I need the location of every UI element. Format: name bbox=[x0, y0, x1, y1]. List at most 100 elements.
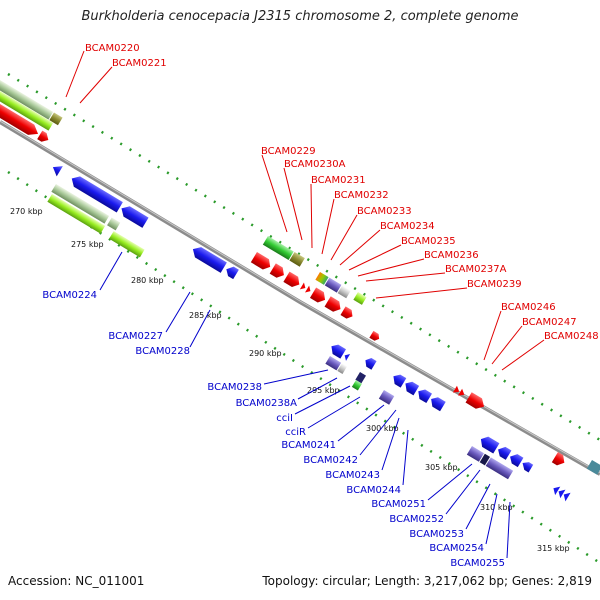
gene-label[interactable]: BCAM0243 bbox=[325, 470, 380, 481]
callout-line bbox=[427, 463, 473, 501]
gene-label[interactable]: BCAM0236 bbox=[424, 250, 479, 261]
gene-label[interactable]: BCAM0244 bbox=[346, 485, 401, 496]
gene-arrow bbox=[551, 452, 565, 466]
callout-line bbox=[357, 258, 425, 277]
accession-text: Accession: NC_011001 bbox=[8, 574, 145, 588]
gene-bar bbox=[337, 285, 351, 299]
scale-label: 290 kbp bbox=[249, 349, 282, 358]
gene-bar bbox=[351, 380, 363, 391]
gene-bar bbox=[49, 112, 63, 126]
genome-backbone bbox=[0, 120, 600, 476]
gene-arrow bbox=[283, 271, 300, 288]
gene-label[interactable]: BCAM0247 bbox=[522, 317, 577, 328]
gene-label[interactable]: cciR bbox=[285, 427, 306, 438]
gene-arrow bbox=[510, 454, 524, 468]
gene-arrow bbox=[369, 330, 380, 341]
callout-line bbox=[307, 396, 361, 429]
callout-line bbox=[501, 339, 545, 371]
gene-arrow bbox=[498, 446, 512, 460]
gene-label[interactable]: BCAM0242 bbox=[303, 455, 358, 466]
callout-line bbox=[375, 287, 468, 299]
gene-arrow bbox=[192, 247, 227, 273]
callout-line bbox=[339, 229, 381, 266]
scale-label: 305 kbp bbox=[425, 463, 458, 472]
gene-label[interactable]: BCAM0253 bbox=[409, 529, 464, 540]
gene-label[interactable]: BCAM0221 bbox=[112, 58, 167, 69]
callout-line bbox=[99, 251, 123, 291]
callout-line bbox=[65, 50, 85, 98]
gene-label[interactable]: BCAM0241 bbox=[281, 440, 336, 451]
scale-label: 295 kbp bbox=[307, 386, 340, 395]
gene-arrow bbox=[393, 374, 407, 388]
gene-label[interactable]: BCAM0248 bbox=[544, 331, 599, 342]
gene-label[interactable]: BCAM0228 bbox=[135, 346, 190, 357]
gene-label[interactable]: BCAM0238A bbox=[236, 398, 298, 409]
tick-guide-top bbox=[7, 72, 600, 442]
scale-label: 315 kbp bbox=[537, 544, 570, 553]
gene-arrow bbox=[304, 285, 311, 293]
gene-bar bbox=[586, 460, 600, 475]
gene-arrow bbox=[480, 436, 500, 454]
gene-arrow bbox=[452, 385, 460, 393]
gene-arrow bbox=[0, 104, 39, 135]
topology-text: Topology: circular; Length: 3,217,062 bp… bbox=[262, 574, 592, 588]
gene-bar bbox=[485, 457, 514, 480]
gene-arrow bbox=[299, 282, 306, 290]
scale-label: 300 kbp bbox=[366, 424, 399, 433]
gene-bar bbox=[355, 372, 367, 384]
callout-line bbox=[294, 385, 351, 415]
gene-arrow bbox=[522, 462, 534, 473]
gene-arrow bbox=[121, 206, 149, 228]
gene-arrow bbox=[365, 358, 377, 370]
gene-bar bbox=[262, 236, 294, 261]
bottom-callout-lines bbox=[99, 251, 511, 559]
gene-bar bbox=[107, 217, 121, 231]
gene-label[interactable]: BCAM0237A bbox=[445, 264, 507, 275]
callout-line bbox=[359, 409, 397, 456]
gene-bar bbox=[0, 91, 54, 131]
callout-line bbox=[310, 183, 313, 249]
scale-label: 285 kbp bbox=[189, 311, 222, 320]
gene-label[interactable]: cciI bbox=[276, 413, 293, 424]
gene-arrow bbox=[71, 176, 123, 213]
gene-label[interactable]: BCAM0230A bbox=[284, 159, 346, 170]
gene-arrow bbox=[558, 489, 566, 499]
callout-line bbox=[263, 369, 329, 385]
gene-arrow bbox=[418, 389, 433, 404]
gene-label[interactable]: BCAM0233 bbox=[357, 206, 412, 217]
gene-label[interactable]: BCAM0239 bbox=[467, 279, 522, 290]
gene-label[interactable]: BCAM0231 bbox=[311, 175, 366, 186]
scale-label: 270 kbp bbox=[10, 207, 43, 216]
gene-bar bbox=[353, 292, 367, 305]
gene-label[interactable]: BCAM0254 bbox=[429, 543, 484, 554]
gene-label[interactable]: BCAM0251 bbox=[371, 499, 426, 510]
gene-label[interactable]: BCAM0232 bbox=[334, 190, 389, 201]
gene-arrow bbox=[340, 306, 353, 319]
callout-line bbox=[330, 214, 358, 261]
callout-line bbox=[79, 66, 113, 104]
gene-label[interactable]: BCAM0229 bbox=[261, 146, 316, 157]
callout-line bbox=[283, 167, 303, 241]
callout-line bbox=[321, 198, 335, 255]
gene-arrow bbox=[309, 287, 326, 303]
gene-arrow bbox=[457, 388, 465, 396]
gene-label[interactable]: BCAM0238 bbox=[207, 382, 262, 393]
gene-label[interactable]: BCAM0235 bbox=[401, 236, 456, 247]
gene-label[interactable]: BCAM0246 bbox=[501, 302, 556, 313]
gene-label[interactable]: BCAM0227 bbox=[108, 331, 163, 342]
callout-line bbox=[381, 417, 400, 471]
gene-bar bbox=[289, 251, 305, 267]
gene-bar bbox=[325, 356, 342, 371]
scale-label: 280 kbp bbox=[131, 276, 164, 285]
gene-arrow bbox=[226, 266, 239, 280]
gene-label[interactable]: BCAM0255 bbox=[450, 558, 505, 569]
gene-bar bbox=[109, 231, 145, 258]
gene-label[interactable]: BCAM0220 bbox=[85, 43, 140, 54]
gene-arrow bbox=[250, 252, 271, 270]
gene-label[interactable]: BCAM0252 bbox=[389, 514, 444, 525]
callout-line bbox=[445, 469, 481, 515]
gene-label[interactable]: BCAM0234 bbox=[380, 221, 435, 232]
gene-label[interactable]: BCAM0224 bbox=[42, 290, 97, 301]
top-gene-labels: BCAM0220 BCAM0221 BCAM0229 BCAM0230A BCA… bbox=[85, 43, 599, 342]
